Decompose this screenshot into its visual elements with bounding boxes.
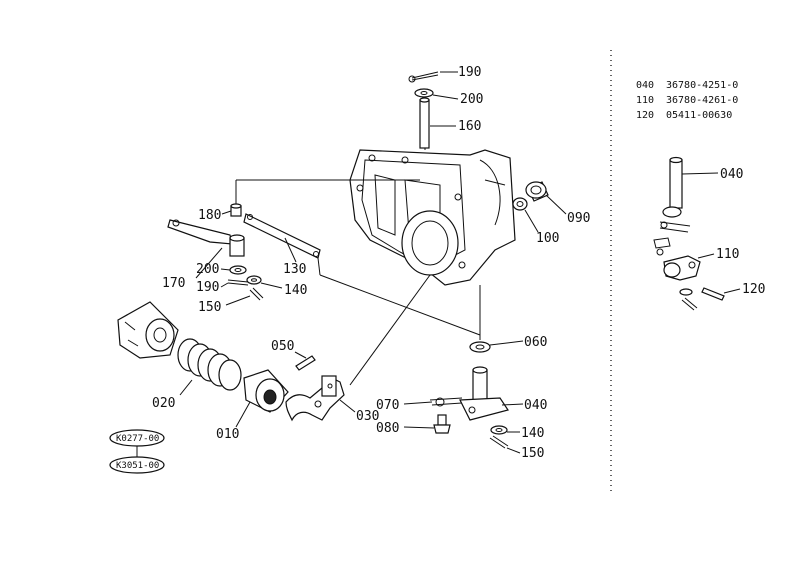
parts-list-ref: 120 <box>636 110 654 121</box>
reference-k0277[interactable]: K0277-00 <box>109 429 165 447</box>
callout-120: 120 <box>742 282 765 297</box>
callout-130: 130 <box>283 262 306 277</box>
split-pin-190-top <box>408 71 439 83</box>
callout-150-left: 150 <box>198 300 221 315</box>
bolt-080 <box>433 414 451 434</box>
o-ring-100 <box>512 197 528 211</box>
gear-case-housing <box>349 149 516 286</box>
callout-150-low: 150 <box>521 446 544 461</box>
inset-shaft-040 <box>653 156 691 256</box>
inset-pin-120 <box>701 287 725 301</box>
callout-200-left: 200 <box>196 262 219 277</box>
washer-140-low <box>490 425 508 435</box>
callout-030: 030 <box>356 409 379 424</box>
callout-110: 110 <box>716 247 739 262</box>
callout-170: 170 <box>162 276 185 291</box>
callout-020: 020 <box>152 396 175 411</box>
callout-070: 070 <box>376 398 399 413</box>
pin-150-low <box>489 435 509 449</box>
hub-020 <box>117 301 179 359</box>
callout-140-low: 140 <box>521 426 544 441</box>
callout-160: 160 <box>458 119 481 134</box>
rod-130 <box>243 213 321 259</box>
callout-040-inset: 040 <box>720 167 743 182</box>
shift-fork-030 <box>285 375 345 422</box>
o-ring-060 <box>469 341 491 353</box>
collar-010 <box>243 369 289 413</box>
split-pin-190-left <box>227 279 249 286</box>
parts-list-ref: 040 <box>636 80 654 91</box>
callout-040-main: 040 <box>524 398 547 413</box>
shaft-040-main <box>459 366 509 421</box>
svg-text:K3051-00: K3051-00 <box>116 461 159 471</box>
callout-140-left: 140 <box>284 283 307 298</box>
pin-160 <box>419 97 430 149</box>
parts-list: 040 36780-4251-0 110 36780-4261-0 120 05… <box>636 80 738 121</box>
callout-050: 050 <box>271 339 294 354</box>
washer-200-left <box>229 265 247 275</box>
callout-200-top: 200 <box>460 92 483 107</box>
reference-k3051[interactable]: K3051-00 <box>109 456 165 474</box>
parts-list-number: 36780-4251-0 <box>666 80 738 91</box>
callout-010: 010 <box>216 427 239 442</box>
parts-list-ref: 110 <box>636 95 654 106</box>
bush-180 <box>230 203 242 217</box>
callout-090: 090 <box>567 211 590 226</box>
lever-170 <box>167 219 245 257</box>
callout-190-top: 190 <box>458 65 481 80</box>
callout-100: 100 <box>536 231 559 246</box>
parts-list-number: 36780-4261-0 <box>666 95 738 106</box>
spring-020 <box>177 338 242 391</box>
callout-060: 060 <box>524 335 547 350</box>
pin-150-left <box>249 287 264 301</box>
pin-050 <box>295 355 316 371</box>
plug-090 <box>525 181 549 202</box>
washer-200-top <box>414 88 434 98</box>
callout-080: 080 <box>376 421 399 436</box>
callout-190-left: 190 <box>196 280 219 295</box>
callout-180: 180 <box>198 208 221 223</box>
lock-washer-070 <box>429 397 463 407</box>
washer-140-left <box>246 275 262 285</box>
parts-list-number: 05411-00630 <box>666 110 732 121</box>
inset-lever-110 <box>663 255 701 311</box>
svg-text:K0277-00: K0277-00 <box>116 434 159 444</box>
